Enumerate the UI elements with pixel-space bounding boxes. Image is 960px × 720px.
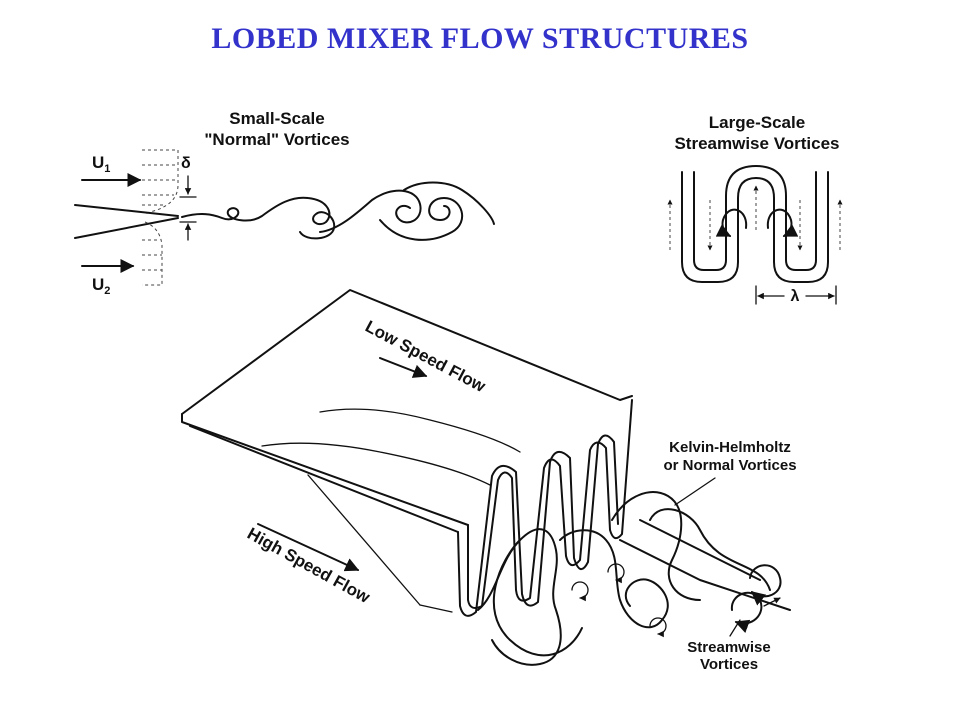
high-speed-flow-arrow xyxy=(257,523,360,572)
vortex-outer xyxy=(403,181,495,225)
lobe-inner-line xyxy=(693,165,817,271)
streamwise-vortex-lower xyxy=(730,591,763,633)
small-scale-label-line2: "Normal" Vortices xyxy=(204,130,349,149)
kelvin-helmholtz-label-line1: Kelvin-Helmholtz xyxy=(669,439,791,456)
lobe-outer-line xyxy=(681,171,829,283)
low-speed-flow-label: Low Speed Flow xyxy=(362,317,489,397)
large-scale-panel: Large-Scale Streamwise Vortices λ xyxy=(667,113,843,305)
vortex-large xyxy=(379,197,464,241)
shear-layer-vortices xyxy=(181,196,336,240)
streamwise-axis-upper xyxy=(639,519,761,581)
vortex-ccw-arrow xyxy=(715,208,748,237)
u1-label: U1 xyxy=(92,153,110,175)
lambda-label: λ xyxy=(791,288,800,305)
u1-velocity-profile xyxy=(142,149,179,215)
low-speed-flow-arrow xyxy=(379,357,428,378)
streamwise-vortices-label-line1: Streamwise xyxy=(687,639,770,656)
kh-leader-line xyxy=(674,477,716,506)
u2-velocity-profile xyxy=(142,221,163,286)
downstream-vortex-3 xyxy=(611,491,701,601)
streamwise-axis-lower xyxy=(619,539,791,611)
streamwise-leader-line xyxy=(729,619,741,637)
streamwise-vortices-label-line2: Vortices xyxy=(700,656,758,673)
streamwise-vortex-upper xyxy=(749,564,782,606)
splitter-lower-edge xyxy=(74,217,179,239)
mixer-lobes-outer xyxy=(467,399,633,609)
mixer-front-edge xyxy=(181,413,469,526)
delta-label: δ xyxy=(181,155,191,172)
vortex-cw-arrow xyxy=(766,208,799,237)
large-scale-label-line2: Streamwise Vortices xyxy=(674,134,839,153)
vortex-middle xyxy=(319,189,422,233)
lobed-mixer-drawing: Low Speed Flow High Speed Flow xyxy=(181,289,797,673)
large-scale-label-line1: Large-Scale xyxy=(709,113,805,132)
small-scale-label-line1: Small-Scale xyxy=(229,109,324,128)
small-scale-panel: Small-Scale "Normal" Vortices U1 δ xyxy=(74,109,495,297)
mixer-top-plate xyxy=(181,289,633,415)
u2-label: U2 xyxy=(92,275,110,297)
downstream-vortex-2 xyxy=(559,529,669,629)
slide-title: LOBED MIXER FLOW STRUCTURES xyxy=(211,22,749,55)
high-speed-flow-label: High Speed Flow xyxy=(244,524,374,607)
kelvin-helmholtz-label-line2: or Normal Vortices xyxy=(663,457,796,474)
splitter-upper-edge xyxy=(74,204,179,217)
